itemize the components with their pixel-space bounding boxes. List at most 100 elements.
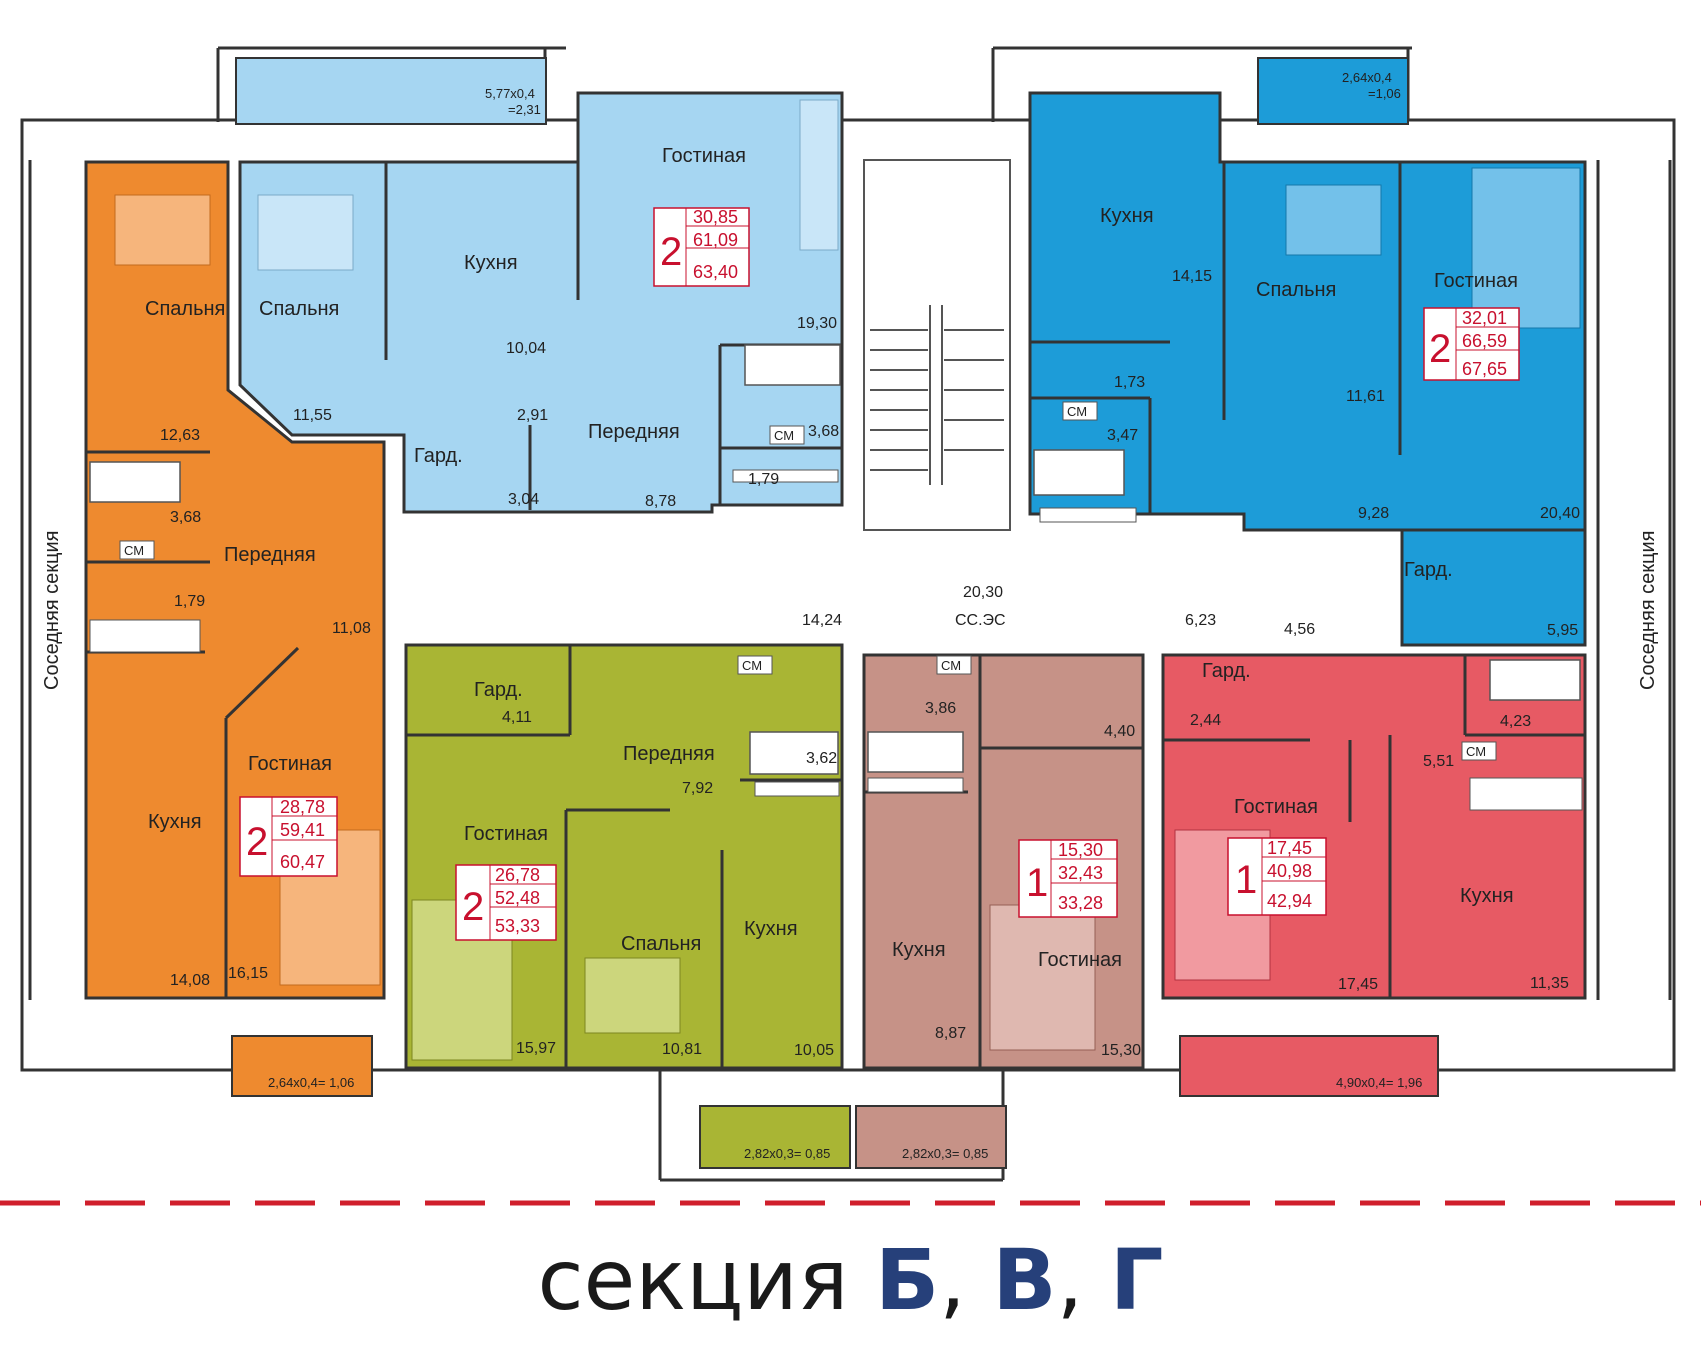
- apt-rd-living-room-area: 17,45: [1338, 976, 1378, 993]
- apt-bl-washer-label: СМ: [1067, 404, 1087, 419]
- balcony-4-label: 2,82x0,3= 0,85: [744, 1146, 830, 1161]
- apt-mv-hall-area: 4,40: [1104, 723, 1135, 740]
- apt-mv-rooms: 1: [1026, 861, 1048, 905]
- apt-or-hall-label: Передняя: [224, 544, 316, 566]
- apt-or-rooms: 2: [246, 820, 268, 864]
- apt-rd-hall-area: 5,51: [1423, 753, 1454, 770]
- apt-lb-kitchen-area: 10,04: [506, 340, 546, 357]
- apt-mv-total-area: 32,43: [1058, 863, 1103, 883]
- apt-bl-hall-area: 9,28: [1358, 505, 1389, 522]
- apt-bl-living-room-label: Гостиная: [1434, 270, 1518, 292]
- apt-bl-living-area: 32,01: [1462, 308, 1507, 328]
- apt-ol-wardrobe-label: Гард.: [474, 679, 523, 701]
- utility-shaft-label: СС.ЭС: [955, 612, 1006, 629]
- apt-mv-kitchen-area: 8,87: [935, 1025, 966, 1042]
- apt-ol-kitchen-area: 10,05: [794, 1042, 834, 1059]
- apt-lb-wardrobe-area: 3,04: [508, 491, 539, 508]
- apt-rd-kitchen-area: 11,35: [1530, 975, 1569, 992]
- apt-ol-bath-area: 3,62: [806, 750, 837, 767]
- apt-ol-bedroom-area: 10,81: [662, 1041, 702, 1058]
- apt-ol-bedroom-label: Спальня: [621, 933, 701, 955]
- apt-rd-washer-label: СМ: [1466, 744, 1486, 759]
- neighbor-walls: [28, 160, 1672, 1000]
- apt-ol-full-area: 53,33: [495, 916, 540, 936]
- apt-ol-living-room-area: 15,97: [516, 1040, 556, 1057]
- apt-bl-wardrobe-label: Гард.: [1404, 559, 1453, 581]
- apt-rd-rooms: 1: [1235, 858, 1257, 902]
- corridor-right-area: 6,23: [1185, 612, 1216, 629]
- balcony-2-size: 2,64x0,4: [1342, 70, 1392, 85]
- apt-lb-rooms: 2: [660, 230, 682, 274]
- apt-bl-wc-area: 1,73: [1114, 374, 1145, 391]
- balconies: [231, 57, 1439, 1169]
- apt-mv-bath-area: 3,86: [925, 700, 956, 717]
- apt-or-hall-area: 11,08: [332, 620, 371, 637]
- apt-lb-kitchen-label: Кухня: [464, 252, 518, 274]
- caption-section-b: Б: [875, 1231, 940, 1329]
- balcony-1-size: 5,77x0,4: [485, 86, 535, 101]
- apt-bl-bedroom-area: 11,61: [1346, 388, 1385, 405]
- apt-bl-total-area: 66,59: [1462, 331, 1507, 351]
- caption-section-g: Г: [1109, 1231, 1164, 1329]
- balcony-2-area: =1,06: [1368, 86, 1401, 101]
- apt-lb-hall-label: Передняя: [588, 421, 680, 443]
- balcony-5-label: 2,82x0,3= 0,85: [902, 1146, 988, 1161]
- apt-or-total-area: 59,41: [280, 820, 325, 840]
- apt-rd-bath-area: 4,23: [1500, 713, 1531, 730]
- apartment-1room-mauve: 1 15,30 32,43 33,28 СМ 3,86 4,40 Кухня 8…: [862, 653, 1145, 1070]
- apt-or-living-room-label: Гостиная: [248, 753, 332, 775]
- apt-bl-bedroom-label: Спальня: [1256, 279, 1336, 301]
- apartment-2room-orange: 2 28,78 59,41 60,47 Спальня 12,63 Передн…: [84, 160, 386, 1000]
- balcony-3-label: 2,64x0,4= 1,06: [268, 1075, 354, 1090]
- apt-rd-full-area: 42,94: [1267, 891, 1312, 911]
- apt-mv-washer-label: СМ: [941, 658, 961, 673]
- apt-bl-wardrobe-area: 5,95: [1547, 622, 1578, 639]
- balcony-1-area: =2,31: [508, 102, 541, 117]
- staircase: [863, 159, 1011, 531]
- balcony-6-label: 4,90x0,4= 1,96: [1336, 1075, 1422, 1090]
- apt-rd-total-area: 40,98: [1267, 861, 1312, 881]
- apt-lb-hall-area: 8,78: [645, 493, 676, 510]
- section-caption: секция Б, В, Г: [0, 1225, 1701, 1335]
- apartment-2room-light-blue: 2 30,85 61,09 63,40 Гостиная 19,30 Спаль…: [238, 91, 844, 514]
- corridor-right2-area: 4,56: [1284, 621, 1315, 638]
- apt-ol-rooms: 2: [462, 885, 484, 929]
- apartment-1room-red: 1 17,45 40,98 42,94 Гард. 2,44 4,23 СМ 5…: [1161, 653, 1587, 1000]
- apt-bl-kitchen-label: Кухня: [1100, 205, 1154, 227]
- caption-comma-2: ,: [1056, 1231, 1084, 1329]
- apt-or-living-area: 28,78: [280, 797, 325, 817]
- corridor-center-area: 20,30: [963, 584, 1003, 601]
- corridor-left-area: 14,24: [802, 612, 842, 629]
- apt-or-bedroom-label: Спальня: [145, 298, 225, 320]
- apt-lb-living-room-area: 19,30: [797, 315, 837, 332]
- apt-ol-kitchen-label: Кухня: [744, 918, 798, 940]
- apt-bl-kitchen-area: 14,15: [1172, 268, 1212, 285]
- apt-bl-bath-area: 3,47: [1107, 427, 1138, 444]
- apt-lb-corridor-area: 2,91: [517, 407, 548, 424]
- apartment-2room-blue: 2 32,01 66,59 67,65 Кухня 14,15 Спальня …: [1028, 91, 1587, 647]
- apt-or-kitchen-label: Кухня: [148, 811, 202, 833]
- apt-lb-living-room-label: Гостиная: [662, 145, 746, 167]
- apt-mv-living-area: 15,30: [1058, 840, 1103, 860]
- apt-lb-washer-label: СМ: [774, 428, 794, 443]
- apt-ol-wardrobe-area: 4,11: [502, 709, 532, 726]
- neighbor-section-right-label: Соседняя секция: [1637, 530, 1659, 690]
- apt-mv-full-area: 33,28: [1058, 893, 1103, 913]
- apt-ol-total-area: 52,48: [495, 888, 540, 908]
- apt-ol-living-area: 26,78: [495, 865, 540, 885]
- apt-ol-living-room-label: Гостиная: [464, 823, 548, 845]
- caption-comma-1: ,: [939, 1231, 966, 1329]
- apt-bl-rooms: 2: [1429, 327, 1451, 371]
- apt-rd-wardrobe-area: 2,44: [1190, 712, 1221, 729]
- apt-lb-full-area: 63,40: [693, 262, 738, 282]
- apt-rd-wardrobe-label: Гард.: [1202, 660, 1251, 682]
- caption-word: секция: [537, 1231, 849, 1329]
- apt-mv-living-room-label: Гостиная: [1038, 949, 1122, 971]
- apt-or-kitchen-area: 14,08: [170, 972, 210, 989]
- apt-lb-living-area: 30,85: [693, 207, 738, 227]
- apt-lb-wc-area: 1,79: [748, 471, 779, 488]
- apt-rd-living-room-label: Гостиная: [1234, 796, 1318, 818]
- apt-bl-full-area: 67,65: [1462, 359, 1507, 379]
- apartment-2room-olive: 2 26,78 52,48 53,33 Гард. 4,11 Передняя …: [404, 643, 844, 1070]
